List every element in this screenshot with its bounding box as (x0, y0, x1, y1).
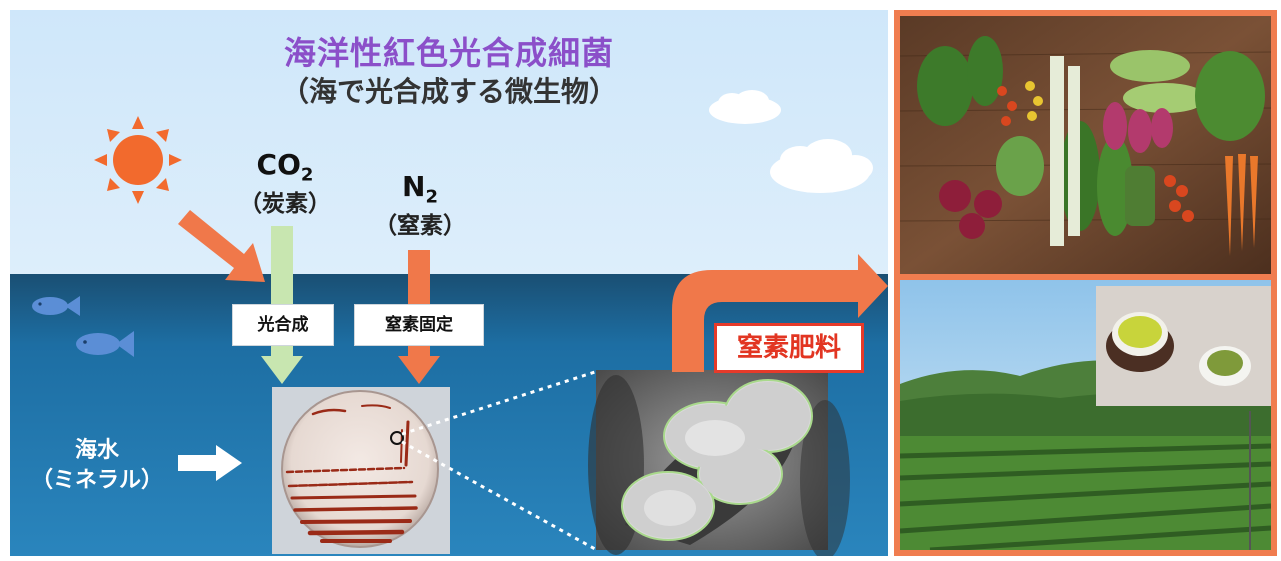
zoom-lines (401, 370, 596, 551)
seawater-arrow (178, 445, 242, 481)
seawater-line1: 海水 (74, 438, 119, 463)
n2-formula: N (402, 170, 426, 203)
sunlight-arrow (178, 210, 265, 282)
cloud-icon (709, 90, 781, 124)
co2-formula: CO (256, 148, 301, 181)
photo-panel (894, 10, 1277, 556)
n2-subscript: 2 (425, 186, 438, 208)
n2-name: （窒素） (374, 212, 466, 239)
fish-icon (76, 331, 134, 357)
fish-icon (32, 296, 80, 316)
product-arrow (672, 254, 888, 372)
seawater-line2: （ミネラル） (30, 468, 163, 493)
diagram-subtitle: （海で光合成する微生物） (280, 75, 617, 108)
diagram-title: 海洋性紅色光合成細菌 (283, 34, 614, 72)
scene-background (10, 10, 888, 556)
n2-label: N2 （窒素） (360, 170, 480, 240)
photosynthesis-label: 光合成 (232, 304, 334, 346)
co2-name: （炭素） (239, 190, 331, 217)
nitrogen-fertilizer-label: 窒素肥料 (714, 323, 864, 373)
sun-icon (94, 116, 182, 204)
co2-label: CO2 （炭素） (225, 148, 345, 218)
sky (10, 10, 888, 274)
seawater-label: 海水 （ミネラル） (22, 436, 172, 496)
tea-field-photo (900, 280, 1271, 550)
co2-subscript: 2 (300, 164, 314, 186)
petri-dish-image (272, 387, 450, 554)
cloud-icon (770, 139, 873, 193)
vegetables-photo (900, 16, 1271, 274)
green-tea-photo (1096, 286, 1271, 406)
diagram-scene: 海洋性紅色光合成細菌 （海で光合成する微生物） CO2 （炭素） N2 （窒素）… (10, 10, 888, 556)
nitrogen-fixation-label: 窒素固定 (354, 304, 484, 346)
photo-collage (900, 16, 1271, 550)
bacteria-micrograph-image (588, 370, 850, 556)
